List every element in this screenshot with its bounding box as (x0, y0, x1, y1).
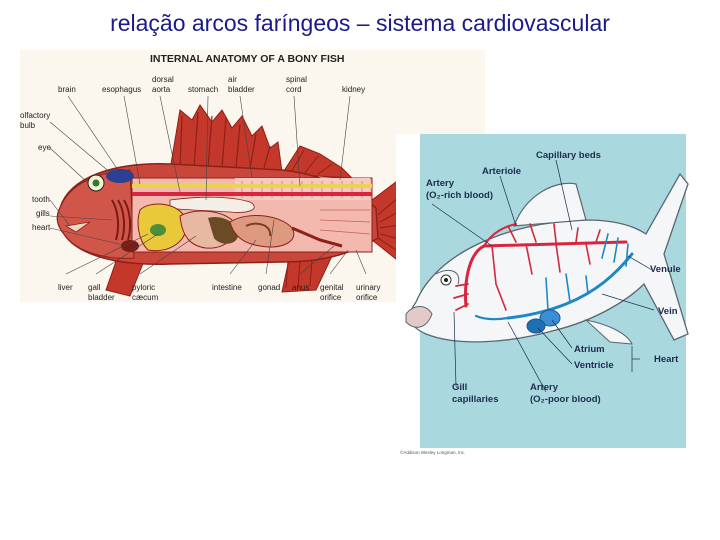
label-line: eye (38, 143, 51, 152)
label-line: gall (88, 283, 101, 292)
label-brain: brain (58, 85, 76, 94)
gills-organ (111, 199, 132, 241)
label-line: bulb (20, 121, 36, 130)
label-esophagus: esophagus (102, 85, 141, 94)
label-line: Gill (452, 382, 467, 393)
label-line: anus (292, 283, 309, 292)
label-heart: heart (32, 223, 51, 232)
label-line: air (228, 75, 237, 84)
label-line: genital (320, 283, 344, 292)
label-line: orifice (320, 293, 342, 302)
label-artery-rich: Artery(O₂-rich blood) (426, 178, 493, 201)
label-venule: Venule (650, 264, 681, 275)
label-line: tooth (32, 195, 50, 204)
label-vein: Vein (658, 306, 678, 317)
label-line: urinary (356, 283, 380, 292)
label-line: gills (36, 209, 50, 218)
label-line: bladder (88, 293, 115, 302)
circulation-leader-lines (431, 159, 655, 393)
label-line: brain (58, 85, 76, 94)
label-eye: eye (38, 143, 51, 152)
label-arteriole: Arteriole (482, 166, 521, 177)
label-line: intestine (212, 283, 242, 292)
credit-line: ©Addison Wesley Longman, Inc. (400, 449, 465, 455)
artery-vessels (453, 223, 628, 311)
label-line: aorta (152, 85, 171, 94)
label-tooth: tooth (32, 195, 50, 204)
label-gonad: gonad (258, 283, 280, 292)
label-line: stomach (188, 85, 218, 94)
label-gills: gills (36, 209, 50, 218)
circulation-heart (526, 309, 561, 334)
anatomy-heading: INTERNAL ANATOMY OF A BONY FISH (150, 53, 344, 65)
dorsal-fin (169, 104, 354, 179)
label-line: cæcum (132, 293, 159, 302)
label-line: orifice (356, 293, 378, 302)
label-line: (O₂-rich blood) (426, 190, 493, 201)
label-line: pyloric (132, 283, 155, 292)
label-line: spinal (286, 75, 307, 84)
label-line: kidney (342, 85, 365, 94)
label-line: (O₂-poor blood) (530, 394, 601, 405)
label-liver: liver (58, 283, 73, 292)
label-anus: anus (292, 283, 309, 292)
label-line: bladder (228, 85, 255, 94)
label-line: Heart (654, 354, 679, 365)
label-line: olfactory (20, 111, 50, 120)
label-line: Atrium (574, 344, 605, 355)
label-intestine: intestine (212, 283, 242, 292)
label-artery-poor: Artery(O₂-poor blood) (530, 382, 601, 405)
label-line: esophagus (102, 85, 141, 94)
label-heart: Heart (654, 354, 679, 365)
label-line: Artery (530, 382, 559, 393)
slide-title: relação arcos faríngeos – sistema cardio… (110, 10, 610, 36)
leader-lines (49, 95, 367, 275)
anatomy-svg: INTERNAL ANATOMY OF A BONY FISH (20, 53, 451, 302)
label-line: Ventricle (574, 360, 614, 371)
label-line: cord (286, 85, 302, 94)
label-kidney: kidney (342, 85, 365, 94)
label-line: Arteriole (482, 166, 521, 177)
label-line: Artery (426, 178, 455, 189)
label-line: Vein (658, 306, 678, 317)
label-line: gonad (258, 283, 280, 292)
label-atrium: Atrium (574, 344, 605, 355)
label-line: capillaries (452, 394, 498, 405)
label-capillary-beds: Capillary beds (536, 150, 601, 161)
head (56, 169, 135, 259)
label-ventricle: Ventricle (574, 360, 614, 371)
label-line: heart (32, 223, 51, 232)
label-line: Venule (650, 264, 681, 275)
label-line: dorsal (152, 75, 174, 84)
vein-vessels (474, 233, 634, 321)
brain-organ (106, 169, 134, 183)
label-line: liver (58, 283, 73, 292)
label-line: Capillary beds (536, 150, 601, 161)
fish-outline (405, 172, 689, 345)
digestive-organs (137, 203, 343, 252)
label-stomach: stomach (188, 85, 218, 94)
